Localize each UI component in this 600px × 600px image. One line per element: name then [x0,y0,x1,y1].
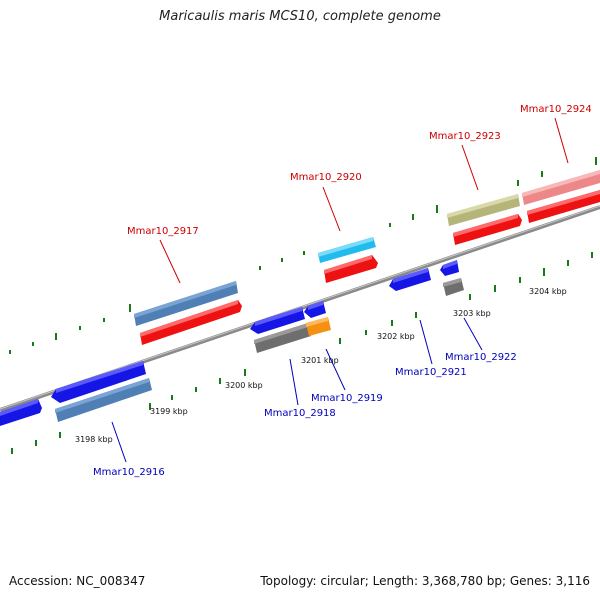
gene-feature-left-edge[interactable] [0,399,42,426]
lower-tick-track [11,252,593,454]
gene-label-2916[interactable]: Mmar10_2916 [93,467,165,478]
accession-text: Accession: NC_008347 [9,574,146,588]
gene-feature-2920-cds[interactable] [318,237,376,263]
scale-label-3202: 3202 kbp [377,332,415,341]
gene-label-2921[interactable]: Mmar10_2921 [395,367,467,378]
gene-feature-2924[interactable] [527,190,600,223]
gene-feature-2916[interactable] [51,361,146,403]
label-leader-lines [111,117,569,463]
gene-feature-2918[interactable] [250,307,305,334]
scale-label-3201: 3201 kbp [301,356,339,365]
scale-label-3199: 3199 kbp [150,407,188,416]
gene-label-2924[interactable]: Mmar10_2924 [520,104,592,115]
genome-title: Maricaulis maris MCS10, complete genome [159,9,441,24]
gene-label-2922[interactable]: Mmar10_2922 [445,352,517,363]
gene-feature-2920[interactable] [324,255,378,283]
gene-feature-2922[interactable] [440,260,459,276]
gene-feature-2919[interactable] [304,301,326,318]
gene-feature-2923[interactable] [453,214,522,245]
gene-feature-2922-cds[interactable] [443,278,464,296]
scale-label-3200: 3200 kbp [225,381,263,390]
gene-feature-2916-cds[interactable] [55,378,152,422]
genome-info-text: Topology: circular; Length: 3,368,780 bp… [260,574,590,588]
gene-feature-2923-cds[interactable] [447,194,520,226]
gene-label-2920[interactable]: Mmar10_2920 [290,172,362,183]
gene-label-2918[interactable]: Mmar10_2918 [264,408,336,419]
gene-label-2917[interactable]: Mmar10_2917 [127,226,199,237]
scale-label-3198: 3198 kbp [75,435,113,444]
gene-label-2923[interactable]: Mmar10_2923 [429,131,501,142]
gene-feature-2921[interactable] [389,268,431,291]
gene-feature-2917-cds[interactable] [134,281,238,326]
gene-feature-2918-cds[interactable] [254,323,311,353]
scale-label-3203: 3203 kbp [453,309,491,318]
scale-label-3204: 3204 kbp [529,287,567,296]
gene-feature-2919-cds[interactable] [306,317,331,336]
gene-feature-2917[interactable] [140,300,242,345]
gene-label-2919[interactable]: Mmar10_2919 [311,393,383,404]
gene-feature-2924-cds[interactable] [522,170,600,205]
upper-tick-track [9,157,597,354]
